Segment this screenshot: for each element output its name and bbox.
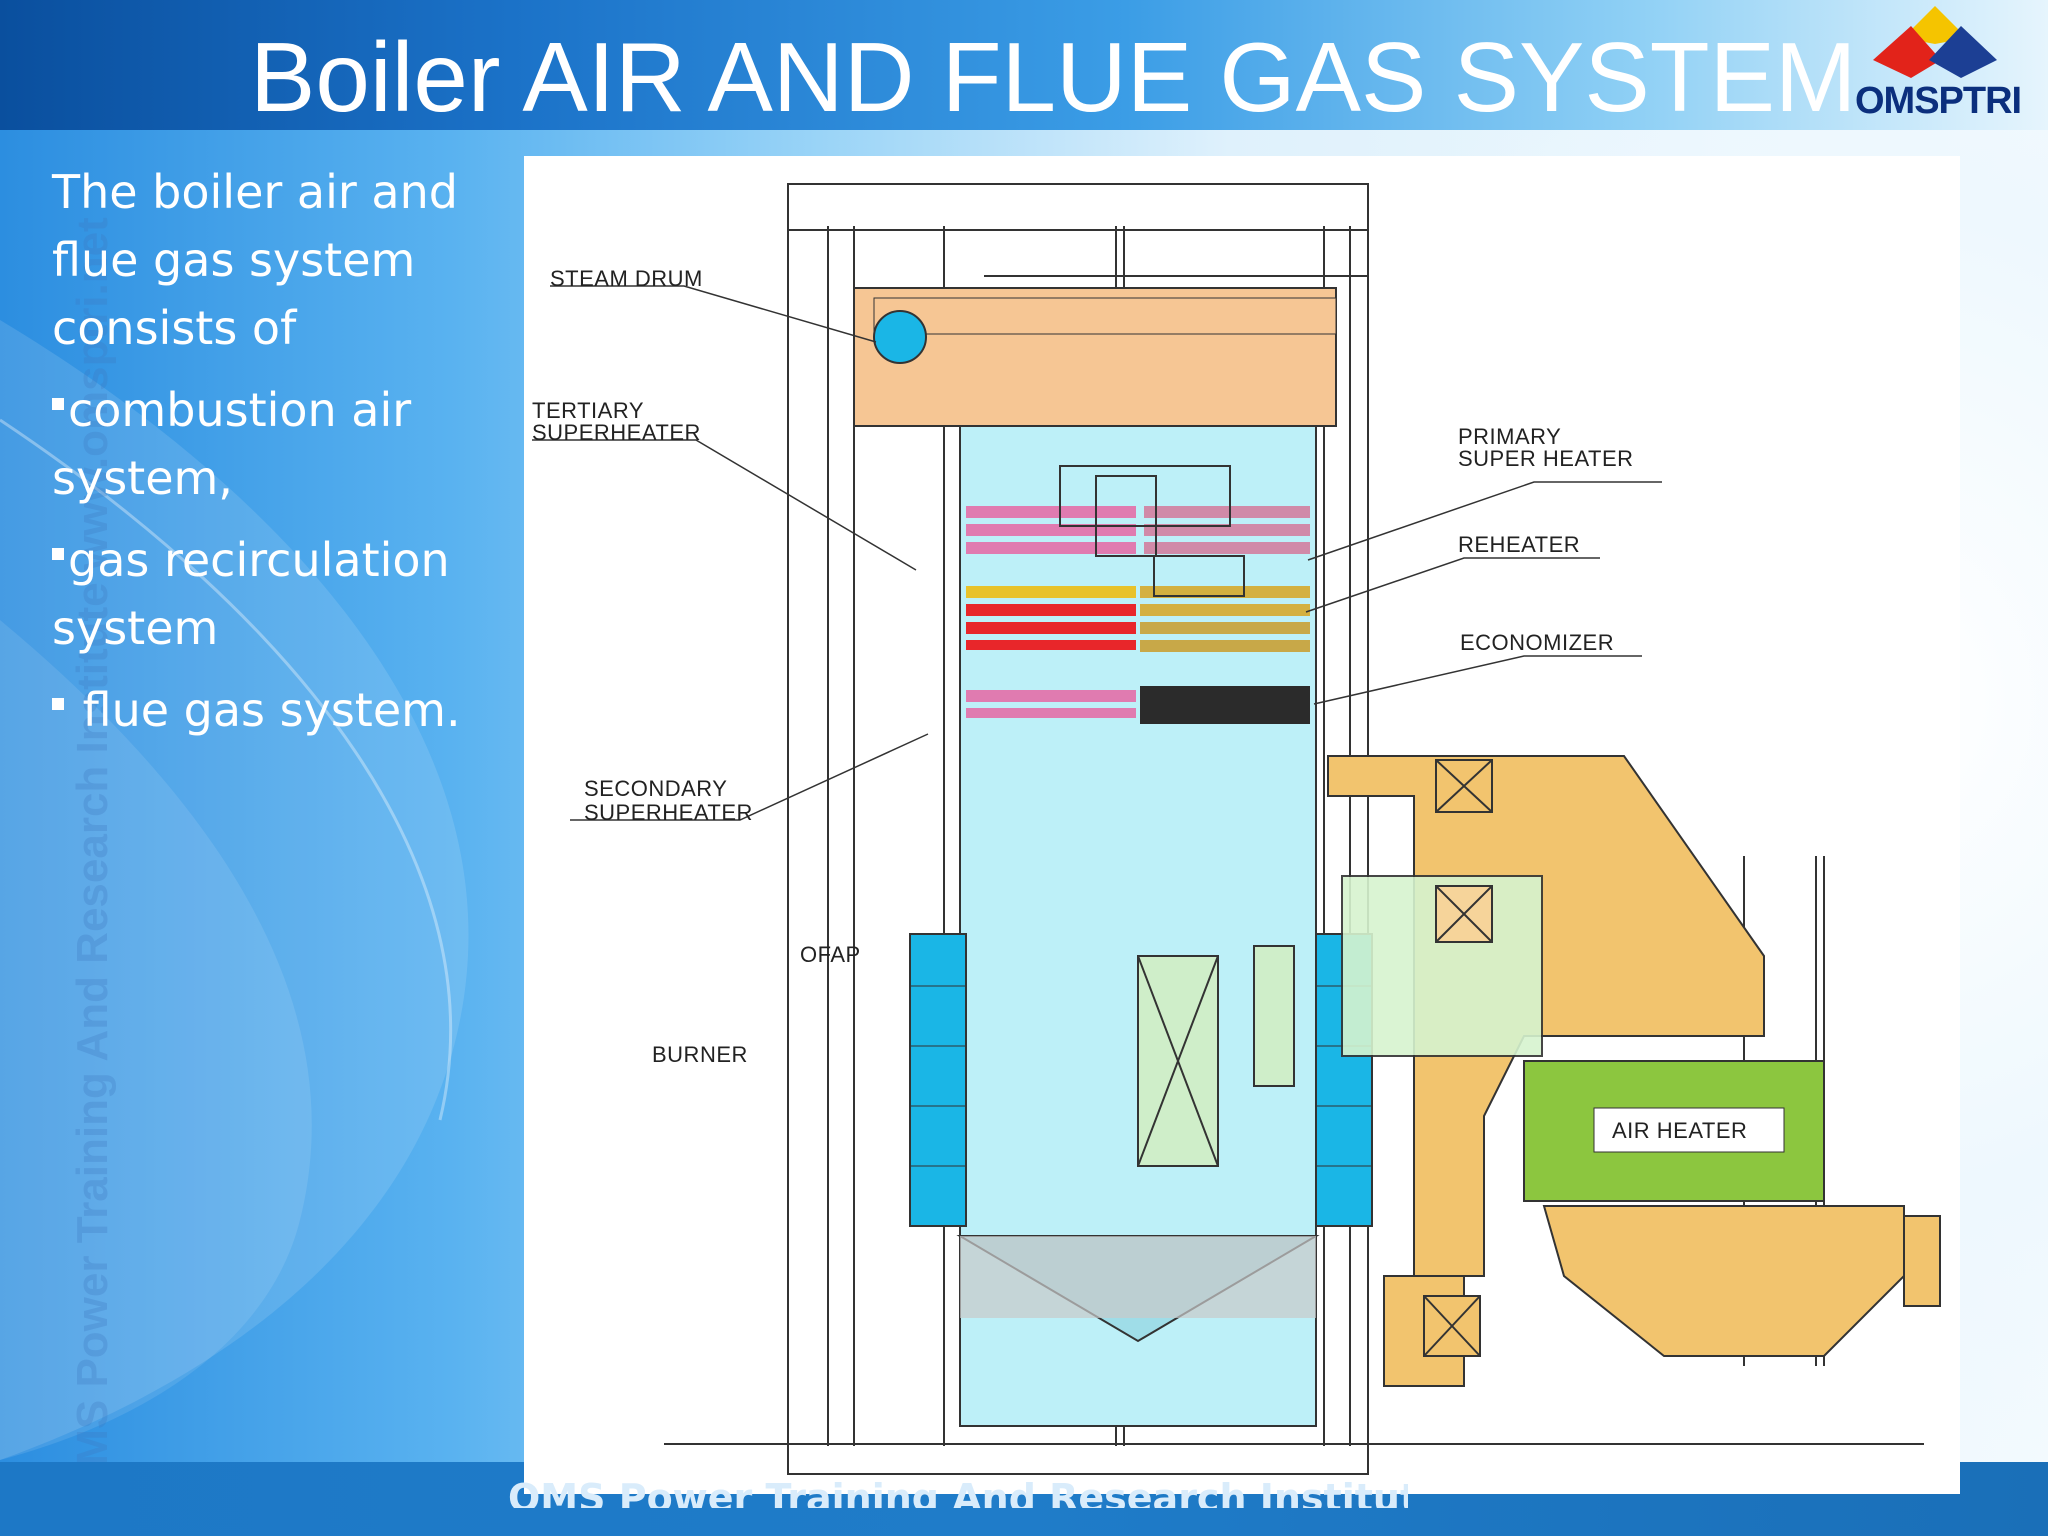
label-economizer: ECONOMIZER — [1460, 630, 1614, 655]
label-secondary-superheater-line2: SUPERHEATER — [584, 800, 753, 825]
bullet-item: gas recirculation system — [52, 533, 450, 655]
logo-text: OMSPTRI — [1855, 80, 2022, 122]
square-bullet-icon — [52, 548, 64, 560]
footer-text: OMS Power Training And Research Institut… — [508, 1476, 1408, 1508]
slide-title: Boiler AIR AND FLUE GAS SYSTEM — [250, 22, 1857, 132]
square-bullet-icon — [52, 398, 64, 410]
logo-diamonds-icon — [1873, 6, 1997, 78]
omsptri-logo: OMSPTRI — [1855, 4, 2022, 122]
steam-drum-enclosure — [853, 287, 1337, 427]
label-reheater: REHEATER — [1458, 532, 1580, 557]
label-primary-superheater-line1: PRIMARY — [1458, 424, 1561, 449]
boiler-schematic: STEAM DRUM TERTIARY SUPERHEATER PRIMARY … — [532, 183, 1941, 1475]
furnace — [956, 425, 1320, 1427]
label-secondary-superheater-line1: SECONDARY — [584, 776, 727, 801]
label-tertiary-superheater-line2: SUPERHEATER — [532, 420, 701, 445]
inner-duct — [1137, 945, 1295, 1167]
body-text: The boiler air and flue gas system consi… — [52, 158, 492, 758]
leader-lines — [532, 285, 1662, 821]
bullet-item: combustion air system, — [52, 383, 412, 505]
bullet-item: flue gas system. — [52, 676, 492, 744]
label-air-heater: AIR HEATER — [1612, 1118, 1747, 1143]
coil-banks — [966, 465, 1310, 724]
square-bullet-icon — [52, 698, 64, 710]
label-primary-superheater-line2: SUPER HEATER — [1458, 446, 1634, 471]
label-tertiary-superheater-line1: TERTIARY — [532, 398, 644, 423]
air-heater-block — [1523, 1060, 1825, 1202]
label-ofap: OFAP — [800, 942, 861, 967]
boiler-diagram: STEAM DRUM TERTIARY SUPERHEATER PRIMARY … — [524, 156, 1960, 1494]
steam-drum — [873, 310, 927, 364]
title-band — [0, 0, 2048, 130]
label-burner: BURNER — [652, 1042, 748, 1067]
label-steam-drum: STEAM DRUM — [550, 266, 703, 291]
intro-text: The boiler air and flue gas system consi… — [52, 165, 458, 355]
flue-gas-ducting — [1327, 755, 1941, 1387]
background-swoosh — [0, 320, 469, 1460]
